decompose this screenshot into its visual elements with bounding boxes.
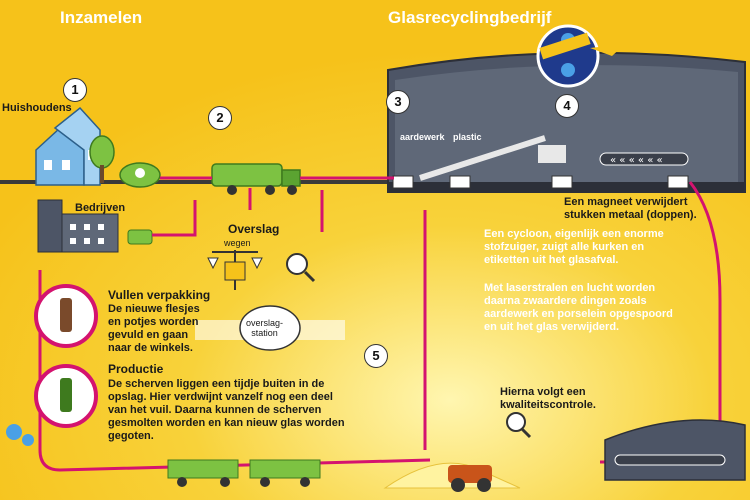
label-transfer: Overslag <box>228 222 280 236</box>
bottle-icon <box>34 364 98 428</box>
label-transfer-station: overslag- station <box>246 318 284 338</box>
house-icon <box>35 106 101 186</box>
gear-icon <box>6 424 34 446</box>
loader-icon <box>448 465 492 492</box>
header-collect: Inzamelen <box>60 8 143 27</box>
text-laser: Met laserstralen en lucht worden daarna … <box>484 282 673 333</box>
company-building-icon <box>37 199 119 253</box>
truck-icon <box>167 459 321 487</box>
production-body: De scherven liggen een tijdje buiten in … <box>108 378 345 442</box>
text-magnet: Een magneet verwijdert stukken metaal (d… <box>564 196 697 221</box>
text-quality: Hierna volgt een kwaliteitscontrole. <box>500 386 596 411</box>
step-1: 1 <box>63 78 87 102</box>
magnifier-icon <box>286 253 316 283</box>
container-icon <box>127 229 153 245</box>
packaging-title: Vullen verpakking <box>108 288 211 302</box>
magnet-icon <box>536 24 625 88</box>
step-3: 3 <box>386 90 410 114</box>
scale-icon <box>207 250 263 290</box>
label-companies: Bedrijven <box>75 202 126 214</box>
svg-text:« « « « « «: « « « « « « <box>610 155 663 166</box>
quality-building <box>604 419 746 481</box>
step-2: 2 <box>208 106 232 130</box>
label-households: Huishoudens <box>2 102 72 114</box>
magnifier-icon <box>506 412 532 439</box>
ground-line <box>0 180 400 184</box>
header-plant: Glasrecyclingbedrijf <box>388 8 552 27</box>
bottle-icon <box>34 284 98 348</box>
packaging-body: De nieuwe flesjes en potjes worden gevul… <box>108 303 200 354</box>
production-title: Productie <box>108 362 164 376</box>
step-4: 4 <box>555 94 579 118</box>
recycle-bin-icon <box>119 162 161 188</box>
tree-icon <box>89 135 115 183</box>
label-pottery: aardewerk <box>400 132 445 142</box>
text-cyclone: Een cycloon, eigenlijk een enorme stofzu… <box>484 228 664 266</box>
label-plastic: plastic <box>453 132 482 142</box>
step-5: 5 <box>364 344 388 368</box>
transfer-station <box>195 305 345 351</box>
conveyor: « « « « « « <box>392 135 689 189</box>
truck-icon <box>211 163 301 195</box>
label-weigh: wegen <box>224 238 251 248</box>
